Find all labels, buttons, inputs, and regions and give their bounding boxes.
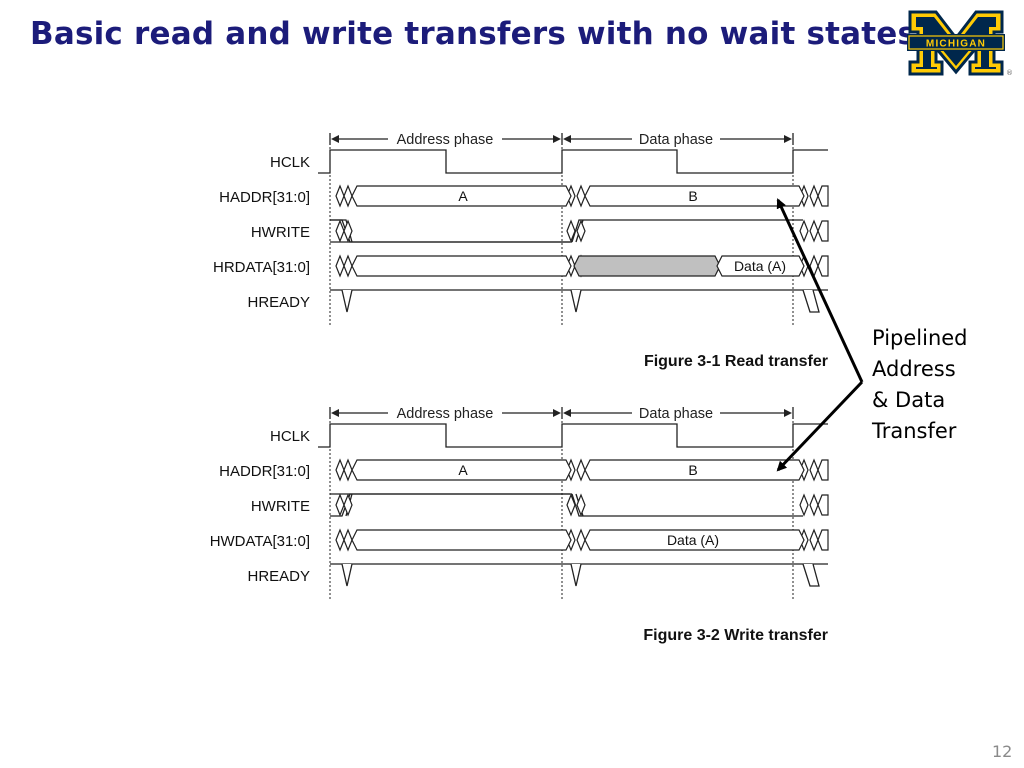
signal-label: HCLK: [270, 428, 310, 445]
pipeline-arrows: [776, 198, 864, 472]
haddr-value-b: B: [688, 188, 697, 204]
signal-label: HREADY: [247, 294, 310, 311]
signal-label: HWRITE: [251, 224, 310, 241]
phase-arrowhead: [553, 135, 561, 143]
bus-crossing: [809, 219, 819, 243]
bus-crossing: [809, 184, 819, 208]
hwdata-value: Data (A): [667, 532, 719, 548]
pipeline-annotation: Pipelined Address & Data Transfer: [872, 323, 968, 447]
bus-crossing: [576, 184, 586, 208]
bus-crossing: [817, 494, 829, 516]
bus-crossing: [576, 493, 586, 517]
annotation-line: Pipelined: [872, 326, 968, 350]
phase-arrowhead: [331, 409, 339, 417]
bus-crossing: [817, 529, 829, 551]
hclk-waveform: [318, 423, 828, 448]
signal-label: HADDR[31:0]: [219, 463, 310, 480]
haddr-bus: [584, 459, 805, 481]
hready-edge: [341, 563, 353, 587]
bus-crossing: [576, 458, 586, 482]
arrow-to-write-haddr-b: [776, 380, 864, 472]
hrdata-bus: [716, 255, 805, 277]
bus-crossing: [335, 458, 345, 482]
hwdata-bus: [351, 529, 572, 551]
bus-crossing: [799, 219, 809, 243]
slide-title: Basic read and write transfers with no w…: [30, 16, 917, 52]
phase-arrowhead: [553, 409, 561, 417]
haddr-bus: [351, 459, 572, 481]
signal-label: HCLK: [270, 154, 310, 171]
signal-label: HRDATA[31:0]: [213, 259, 310, 276]
hwrite-waveform: [330, 219, 570, 243]
phase-arrowhead: [331, 135, 339, 143]
phase-arrowhead: [563, 409, 571, 417]
michigan-logo: MICHIGAN ®: [907, 10, 1013, 77]
data-phase-label: Data phase: [639, 132, 713, 148]
address-phase-label: Address phase: [397, 132, 494, 148]
logo-banner: [907, 34, 1005, 51]
bus-crossing: [809, 458, 819, 482]
hready-edge: [802, 289, 820, 313]
bus-crossing: [566, 219, 576, 243]
phase-arrowhead: [784, 135, 792, 143]
data-phase-label: Data phase: [639, 406, 713, 422]
page-number: 12: [992, 742, 1013, 761]
bus-crossing: [343, 493, 353, 517]
annotation-line: Transfer: [872, 419, 957, 443]
hwrite-waveform: [571, 493, 803, 517]
hrdata-bus: [573, 255, 721, 277]
logo-text: MICHIGAN: [926, 39, 986, 50]
annotation-line: & Data: [872, 388, 946, 412]
bus-crossing: [343, 528, 353, 552]
bus-crossing: [335, 254, 345, 278]
arrow-to-read-haddr-b: [776, 198, 864, 383]
address-phase-label: Address phase: [397, 406, 494, 422]
signal-label: HADDR[31:0]: [219, 189, 310, 206]
annotation-line: Address: [872, 357, 956, 381]
bus-crossing: [817, 220, 829, 242]
bus-crossing: [809, 493, 819, 517]
registered-mark: ®: [1006, 69, 1013, 77]
bus-crossing: [817, 459, 829, 481]
hwrite-waveform: [571, 219, 803, 243]
haddr-value-a: A: [458, 188, 468, 204]
bus-crossing: [343, 184, 353, 208]
hrdata-bus: [351, 255, 572, 277]
haddr-value-a: A: [458, 462, 468, 478]
hready-edge: [570, 563, 582, 587]
bus-crossing: [343, 254, 353, 278]
bus-crossing: [817, 185, 829, 207]
haddr-value-b: B: [688, 462, 697, 478]
bus-crossing: [335, 528, 345, 552]
bus-crossing: [343, 458, 353, 482]
figure-caption: Figure 3-1 Read transfer: [644, 353, 828, 370]
signal-label: HWRITE: [251, 498, 310, 515]
hready-edge: [802, 563, 820, 587]
bus-crossing: [566, 493, 576, 517]
bus-crossing: [335, 184, 345, 208]
hwdata-bus: [584, 529, 805, 551]
signal-label: HREADY: [247, 568, 310, 585]
hclk-waveform: [318, 149, 828, 174]
signal-label: HWDATA[31:0]: [210, 533, 310, 550]
phase-arrowhead: [784, 409, 792, 417]
hready-edge: [570, 289, 582, 313]
bus-crossing: [576, 528, 586, 552]
hrdata-value: Data (A): [734, 258, 786, 274]
bus-crossing: [343, 219, 353, 243]
haddr-bus: [351, 185, 572, 207]
haddr-bus: [584, 185, 805, 207]
bus-crossing: [799, 493, 809, 517]
hready-edge: [341, 289, 353, 313]
bus-crossing: [809, 528, 819, 552]
figure-caption: Figure 3-2 Write transfer: [643, 627, 828, 644]
hwrite-waveform: [330, 493, 570, 517]
bus-crossing: [576, 219, 586, 243]
bus-crossing: [817, 255, 829, 277]
phase-arrowhead: [563, 135, 571, 143]
